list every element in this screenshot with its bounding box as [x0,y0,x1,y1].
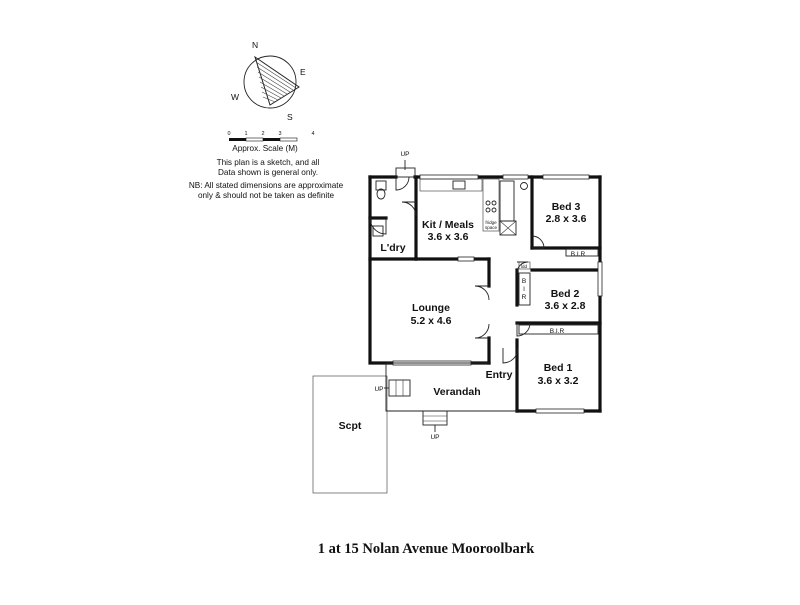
cooktop-ring-1 [485,200,491,206]
bed3-dims: 2.8 x 3.6 [546,213,587,225]
lounge-dims: 5.2 x 4.6 [411,315,452,327]
compass-east-label: E [300,67,306,77]
window-lounge-top [457,256,475,262]
plan-notes: This plan is a sketch, and all Data show… [189,158,344,200]
scpt-name: Scpt [339,420,362,432]
door-back [395,176,410,191]
note-line-4: only & should not be taken as definite [198,191,335,200]
scale-segment-3 [263,138,280,141]
bir-bed2-label-i: I [523,286,525,293]
door-lounge-upper [474,285,490,301]
bir-bed2 [518,272,531,306]
bir-bed2-label-r: R [522,294,527,301]
window-bed3 [542,174,590,180]
scale-bar: 0 1 2 3 4 Approx. Scale (M) [227,131,314,153]
scale-segment-2 [245,137,264,142]
up-top-label: UP [400,151,409,158]
window-kitchen [419,174,479,180]
bir-bed1-label: B.I.R [550,328,565,335]
fridge-label-2: space [485,225,498,230]
lounge-name: Lounge [412,302,450,314]
basin [520,182,528,190]
bathtub [499,180,515,222]
compass-rose: N E S W [231,40,306,122]
ldry-name: L'dry [380,242,405,254]
window-bed1 [535,408,585,414]
window-bath [502,174,529,180]
fridge-label-1: fridge [485,220,497,225]
compass-north-label: N [252,40,258,50]
kitchen-sink [452,180,466,190]
bed3-name: Bed 3 [552,201,581,213]
toilet-icon [376,188,386,200]
note-line-3: NB: All stated dimensions are approximat… [189,181,344,190]
scale-tick-2: 2 [261,131,264,137]
verandah-name: Verandah [433,386,480,398]
bed2-dims: 3.6 x 2.8 [545,300,586,312]
compass-south-label: S [287,112,293,122]
door-laundry-kitchen [401,201,417,217]
trough [375,180,387,191]
compass-hatch [255,61,297,103]
bir-bed3-label: B.I.R [571,251,586,258]
plan-title: 1 at 15 Nolan Avenue Mooroolbark [318,541,536,557]
verandah-side-steps [388,379,411,397]
scale-segment-4 [279,137,298,142]
scale-segment-1 [229,138,246,141]
note-line-1: This plan is a sketch, and all [217,158,320,167]
up-verandah-label: UP [374,386,383,393]
room-labels: Kit / Meals 3.6 x 3.6 Bed 3 2.8 x 3.6 Be… [339,201,587,432]
compass-circle [243,55,297,109]
laundry-tub [372,225,384,237]
scale-label: Approx. Scale (M) [232,144,298,153]
door-lounge-lower [474,323,490,339]
scale-tick-0: 0 [227,131,230,137]
up-bottom-label: UP [430,434,439,441]
back-steps [395,167,416,178]
linen-label: ldd [521,264,528,269]
scale-tick-1: 1 [244,131,247,137]
kit-meals-name: Kit / Meals [422,219,474,231]
window-bed2 [597,261,603,297]
bir-bed2-label-b: B [522,278,526,285]
shower [499,220,517,236]
entry-name: Entry [486,369,513,381]
carport-outline [312,375,388,494]
door-bed3 [531,235,545,249]
kitchen-bench [419,178,483,192]
compass-west-label: W [231,92,239,102]
kit-meals-dims: 3.6 x 3.6 [428,231,469,243]
cooktop-ring-4 [491,207,497,213]
door-laundry [369,217,387,235]
cooktop-ring-2 [491,200,497,206]
bed1-name: Bed 1 [544,362,573,374]
bed1-dims: 3.6 x 3.2 [538,375,579,387]
bir-bed3 [565,248,599,257]
verandah-area: UP UP UP [374,151,517,441]
scale-tick-3: 3 [278,131,281,137]
bed2-name: Bed 2 [551,288,580,300]
fixtures: fridge space ldd B.I.R B I R B.I.R [372,178,599,335]
kitchen-bench-side [482,178,500,232]
compass-needle [254,55,300,106]
front-steps [422,410,448,426]
note-line-2: Data shown is general only. [218,168,318,177]
scale-tick-4: 4 [311,131,314,137]
door-entry [502,347,519,364]
cooktop-ring-3 [485,207,491,213]
linen-cupboard [518,261,531,270]
bir-bed1 [518,324,599,335]
